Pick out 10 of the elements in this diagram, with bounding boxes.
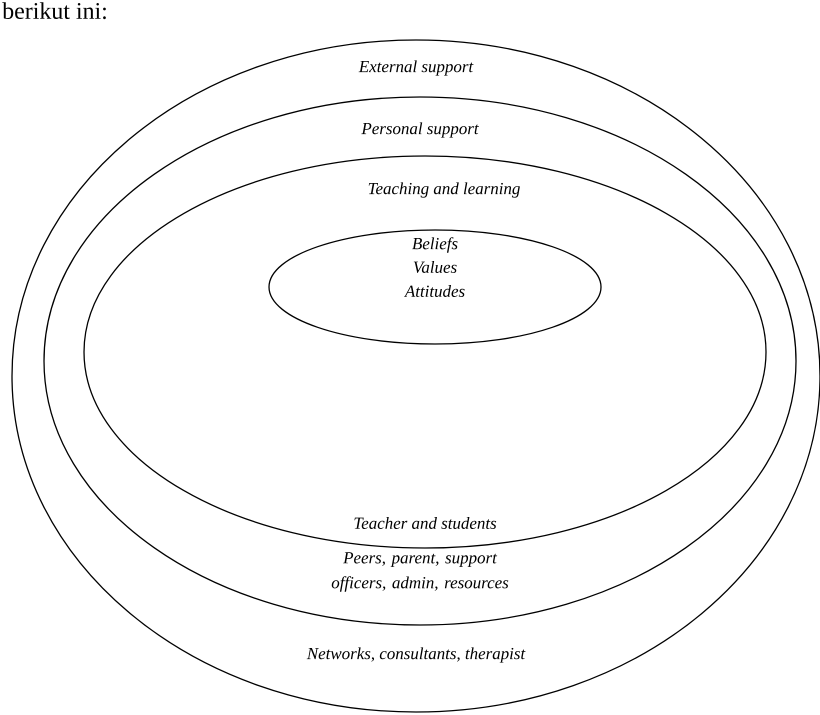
ring-label: Values [414, 261, 457, 273]
ring-label: External support [358, 60, 474, 76]
ring-label: Peers, parent, support officers, admin, resources [332, 552, 508, 592]
ring-label: Personal support [361, 122, 479, 138]
ring-label: Teaching and learning [368, 182, 520, 198]
ring-label: Teacher and students [354, 517, 496, 529]
page-text: berikut ini: [2, 2, 106, 20]
ring-label: Networks, consultants, therapist [306, 647, 526, 663]
ring-label: Attitudes [404, 285, 465, 297]
ring-label: Beliefs [412, 237, 458, 253]
